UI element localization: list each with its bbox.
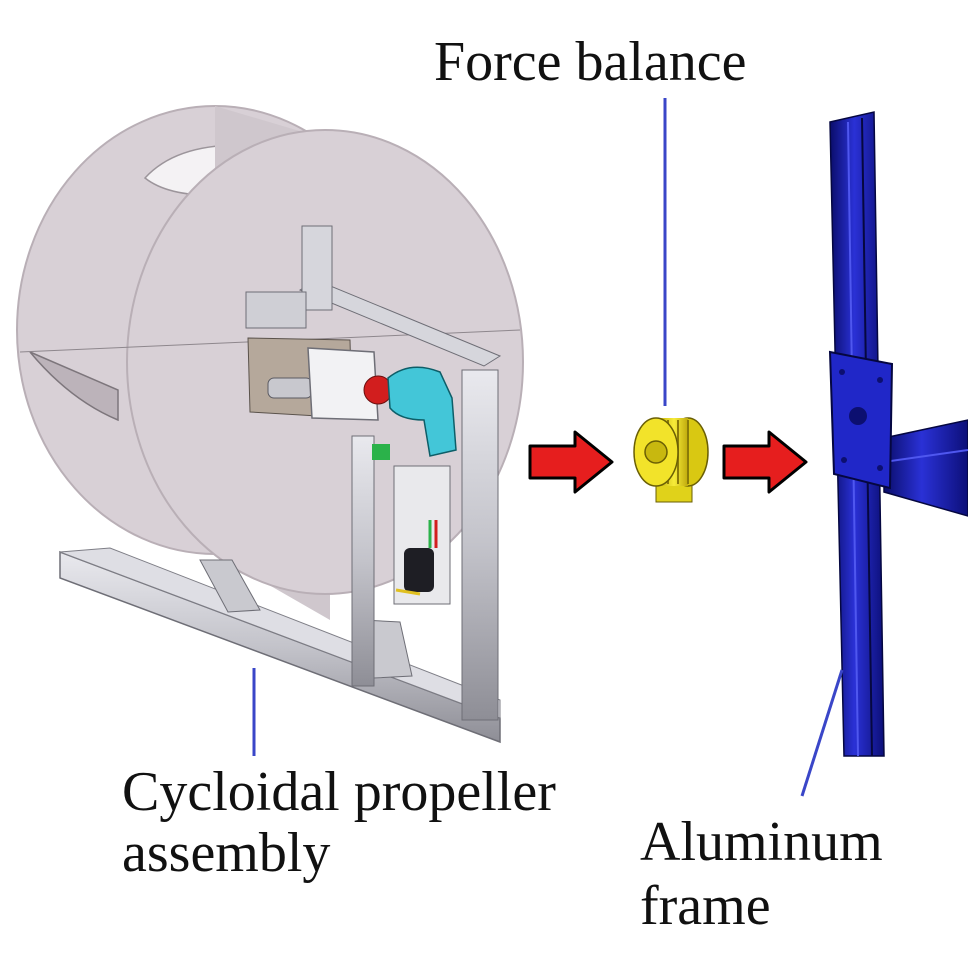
- cycloidal-label-line1: Cycloidal propeller: [122, 761, 556, 823]
- rail-support-left: [199, 559, 261, 613]
- green-board: [372, 444, 390, 460]
- plate-bolt-3: [841, 457, 847, 463]
- cycloidal-propeller-assembly: [16, 105, 524, 744]
- crossbar-slot: [883, 449, 968, 463]
- vertical-post-right: [461, 369, 499, 721]
- force-balance-sensor: [633, 98, 709, 503]
- plate-center-hole: [849, 407, 867, 425]
- plate-bolt-1: [839, 369, 845, 375]
- gearbox-housing: [307, 347, 379, 421]
- plate-bolt-4: [877, 465, 883, 471]
- frame-crossbar: [883, 419, 968, 517]
- slot-bracket: [245, 291, 307, 329]
- aluminum-frame-leader-line: [800, 669, 844, 797]
- wire-yellow: [395, 588, 421, 596]
- cyan-servo-motor: [387, 366, 457, 457]
- sensor-bore: [644, 440, 668, 464]
- aluminum-label-line1: Aluminum: [640, 811, 883, 873]
- shaft-cylinder: [267, 377, 313, 399]
- vertical-bracket-top: [301, 225, 333, 311]
- battery-cylinder: [404, 548, 434, 592]
- propeller-blade: [29, 351, 119, 422]
- aluminum-frame: [800, 111, 968, 797]
- force-balance-label: Force balance: [434, 31, 747, 93]
- plate-bolt-2: [877, 377, 883, 383]
- vertical-post-left: [351, 435, 375, 687]
- right-arrow-icon: [528, 430, 614, 494]
- right-arrow-icon: [722, 430, 808, 494]
- aluminum-label-line2: frame: [640, 875, 771, 937]
- cycloidal-label-line2: assembly: [122, 822, 331, 884]
